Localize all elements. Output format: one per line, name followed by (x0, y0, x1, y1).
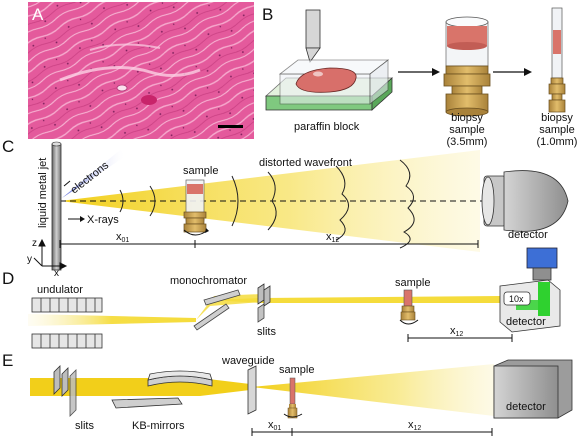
label-undulator: undulator (37, 284, 83, 296)
label-detector-d: detector (506, 316, 546, 328)
blood-vessel (141, 95, 157, 105)
label-x01-e: x01 (268, 419, 281, 432)
axis-label-z: z (32, 238, 37, 249)
label-sample-d: sample (395, 277, 430, 289)
paraffin-block-3d (264, 59, 394, 111)
sample-c (183, 179, 209, 236)
label-magnification: 10x (509, 294, 524, 304)
label-biopsy-3.5-line2: sample (449, 124, 484, 136)
detector-c (481, 170, 569, 232)
diverging-beam (252, 364, 494, 416)
label-detector-c: detector (508, 229, 548, 241)
panel-b-sample-prep: B paraffin block (262, 5, 577, 148)
slits-e (53, 365, 77, 417)
label-kb-mirrors: KB-mirrors (132, 420, 185, 432)
electron-beam (62, 150, 126, 198)
label-sample-c: sample (183, 165, 218, 177)
label-x01-c: x01 (116, 231, 129, 244)
undulator-beam (28, 314, 196, 326)
label-biopsy-3.5-line3: (3.5mm) (447, 136, 488, 148)
panel-e-waveguide: E slits KB-mirrors waveguide (2, 351, 573, 436)
detector-e (493, 359, 573, 419)
distance-bars-c (59, 240, 479, 248)
label-xrays: X-rays (87, 214, 119, 226)
monochromator-crystals (193, 289, 241, 331)
label-biopsy-1.0-line3: (1.0mm) (537, 136, 578, 148)
panel-a-histology: A (28, 2, 254, 139)
label-paraffin-block: paraffin block (294, 121, 360, 133)
label-biopsy-1.0-line1: biopsy (541, 112, 573, 124)
distance-bars-e (251, 428, 493, 436)
slits-d (257, 283, 271, 323)
panel-label-b: B (262, 5, 273, 24)
label-biopsy-1.0-line2: sample (539, 124, 574, 136)
panel-label-c: C (2, 137, 14, 156)
label-slits-e: slits (75, 420, 94, 432)
panel-label-e: E (2, 351, 13, 370)
label-detector-e: detector (506, 401, 546, 413)
label-x12-e: x12 (408, 419, 421, 432)
sample-holder-1.0mm (548, 7, 566, 113)
panel-label-d: D (2, 269, 14, 288)
biopsy-needle (305, 9, 321, 63)
distance-bar-d (407, 334, 513, 342)
liquid-metal-jet (51, 143, 62, 271)
axis-label-x: x (54, 268, 59, 279)
label-sample-e: sample (279, 364, 314, 376)
sample-holder-3.5mm (443, 16, 491, 117)
label-monochromator: monochromator (170, 275, 247, 287)
sample-e (283, 377, 303, 419)
label-x12-c: x12 (326, 231, 339, 244)
waveguide (247, 365, 257, 415)
label-waveguide: waveguide (221, 355, 275, 367)
panel-label-a: A (32, 5, 44, 24)
label-slits-d: slits (257, 326, 276, 338)
monochromatic-beam (210, 296, 500, 303)
panel-d-undulator: D undulator monochromator (2, 247, 561, 349)
kb-mirrors (111, 370, 213, 409)
label-x12-d: x12 (450, 325, 463, 338)
label-biopsy-3.5-line1: biopsy (451, 112, 483, 124)
axis-label-y: y (27, 254, 32, 265)
label-distorted-wavefront: distorted wavefront (259, 157, 352, 169)
label-liquid-metal-jet: liquid metal jet (37, 158, 49, 228)
wavefronts (119, 159, 415, 249)
label-electrons: electrons (68, 159, 111, 196)
undulator-magnets (31, 297, 103, 349)
sample-d (399, 289, 419, 325)
panel-c-lab-source: C electrons liquid metal jet X-rays dist… (2, 137, 569, 279)
scale-bar (218, 125, 243, 128)
coordinate-axes (33, 238, 68, 270)
detector-d (499, 247, 561, 333)
